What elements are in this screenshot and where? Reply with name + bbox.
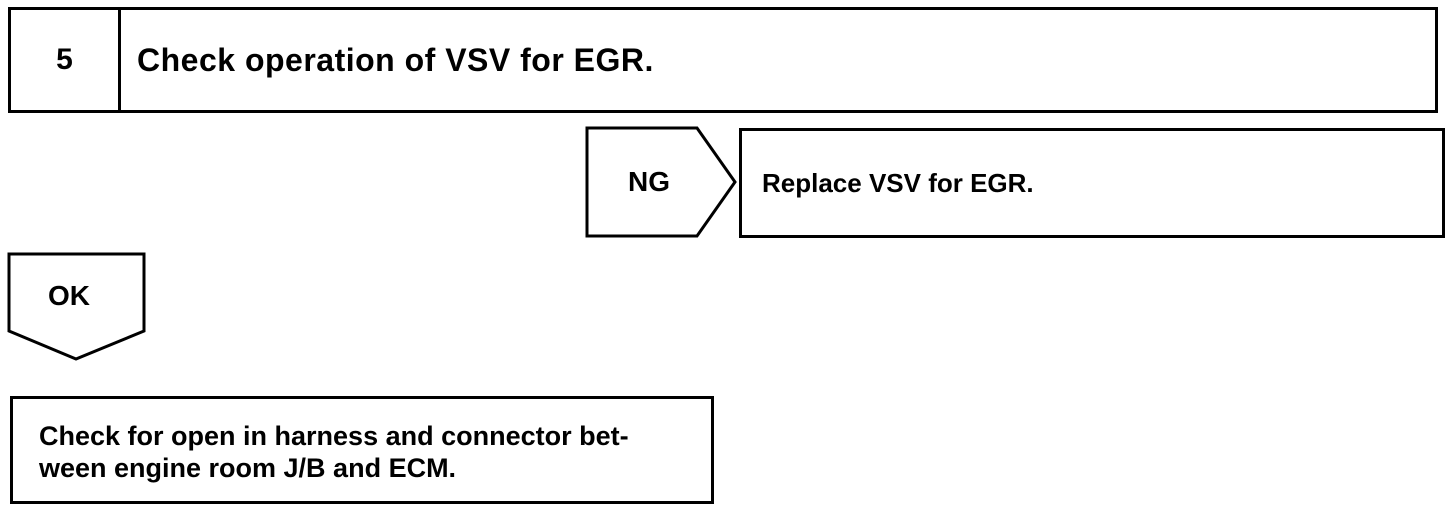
ok-label: OK (48, 280, 90, 311)
next-step-box: Check for open in harness and connector … (10, 396, 714, 504)
step-divider (118, 10, 121, 110)
ok-arrow-shape (7, 252, 146, 361)
step-header-box: 5 Check operation of VSV for EGR. (8, 7, 1438, 113)
next-step-line-1: Check for open in harness and connector … (39, 421, 629, 451)
ng-arrow-shape (585, 126, 737, 238)
ng-action-text: Replace VSV for EGR. (762, 168, 1034, 198)
ng-label: NG (628, 166, 670, 197)
step-title: Check operation of VSV for EGR. (137, 42, 654, 78)
ng-action-box: Replace VSV for EGR. (739, 128, 1445, 238)
step-number: 5 (56, 43, 73, 76)
next-step-line-2: ween engine room J/B and ECM. (39, 453, 457, 483)
